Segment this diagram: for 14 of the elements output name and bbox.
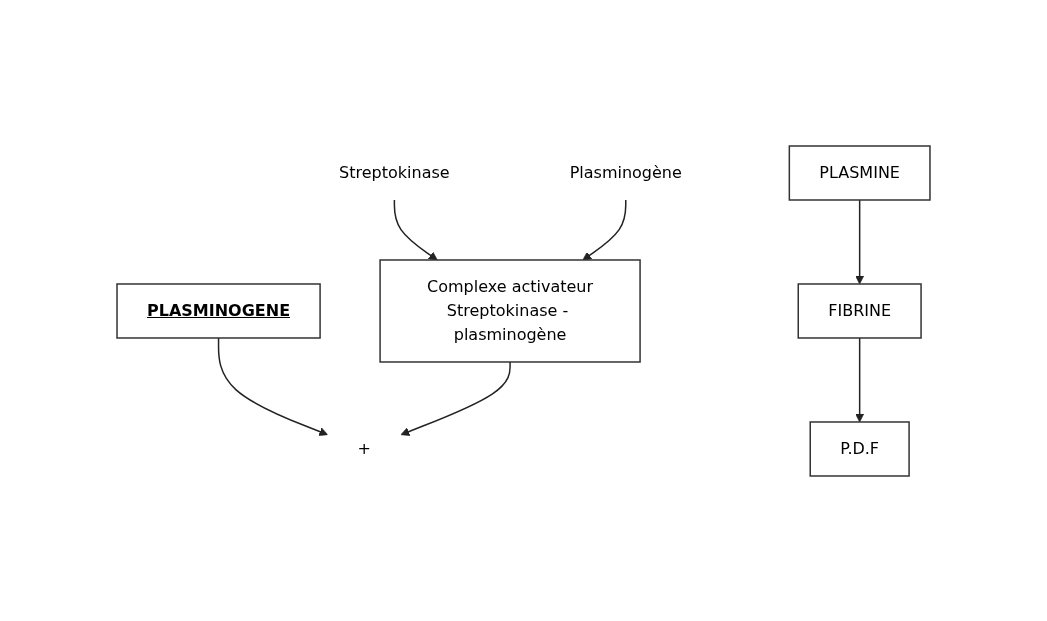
node-box: PLASMINE xyxy=(788,144,931,201)
node-box: PLASMINOGENE xyxy=(116,282,321,339)
node-box: Complexe activateur Streptokinase - plasminogène xyxy=(379,258,641,363)
arrow xyxy=(855,198,865,284)
node-box: FIBRINE xyxy=(797,282,922,339)
node-text: Streptokinase xyxy=(339,162,450,182)
arrow xyxy=(582,198,627,260)
arrow xyxy=(393,198,438,260)
node-text: + xyxy=(357,438,372,458)
node-text: Plasminogène xyxy=(569,162,682,182)
arrow xyxy=(217,336,328,436)
arrow xyxy=(855,336,865,422)
node-box: P.D.F xyxy=(809,420,910,477)
arrow xyxy=(400,360,511,436)
